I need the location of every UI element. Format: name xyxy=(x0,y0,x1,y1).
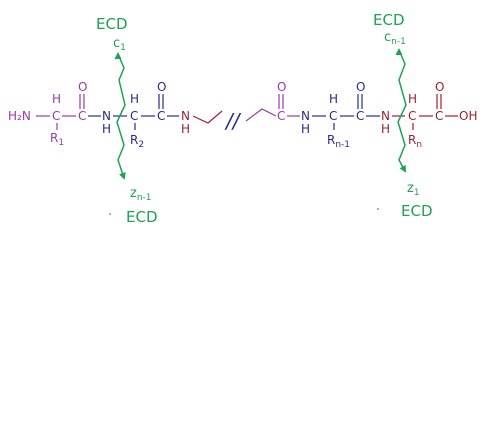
r2-subscript: 2 xyxy=(138,140,144,150)
z1-letter: z xyxy=(407,181,414,196)
residue-n-group: N H H C Rn O C OH xyxy=(381,80,477,150)
residue-2-group: N H H C R2 O C xyxy=(88,80,166,150)
amide-nitrogen-2: N xyxy=(102,109,111,123)
chain-line-left xyxy=(192,110,223,124)
r1-letter: R xyxy=(50,131,58,145)
z1-subscript: 1 xyxy=(414,188,420,198)
alpha-h-n1: H xyxy=(329,92,338,106)
chain-break-mark: // xyxy=(224,109,242,133)
chain-line-right xyxy=(245,108,277,122)
carbonyl-carbon-2: C xyxy=(157,109,165,123)
amide-h-2: H xyxy=(102,122,111,136)
amide-nitrogen-3: N xyxy=(181,109,190,123)
right-ecd-label-bottom: ECD xyxy=(401,202,433,220)
carbonyl-oxygen-n2: O xyxy=(277,80,286,94)
carbonyl-carbon-n2: C xyxy=(277,109,285,123)
alpha-carbon-n1: C xyxy=(329,109,337,123)
side-chain-r2: R2 xyxy=(130,133,144,150)
carbonyl-oxygen-1: O xyxy=(78,80,87,94)
alpha-h-n: H xyxy=(408,92,417,106)
carbonyl-carbon-1: C xyxy=(78,109,86,123)
rn-letter: R xyxy=(408,133,416,147)
left-ecd-cleavage: ECD c1 zn-1 ECD xyxy=(96,15,158,226)
c1-letter: c xyxy=(113,36,120,51)
carboxyl-oh: OH xyxy=(459,109,477,123)
left-ecd-label-bottom: ECD xyxy=(126,208,158,226)
rn1-subscript: n-1 xyxy=(335,140,350,150)
residue-n1-group: N H H C Rn-1 O C xyxy=(301,80,380,150)
cn1-letter: c xyxy=(384,30,391,45)
carbonyl-oxygen-n1: O xyxy=(356,80,365,94)
zn1-letter: z xyxy=(130,186,137,201)
fragment-cn1: cn-1 xyxy=(384,30,406,47)
rn-subscript: n xyxy=(416,140,422,150)
amide-h-3: H xyxy=(181,122,190,136)
amide-h-n1: H xyxy=(301,122,310,136)
fragment-zn1: zn-1 xyxy=(130,186,152,203)
right-cleavage-line xyxy=(397,49,407,173)
carbonyl-carbon-n1: C xyxy=(356,109,364,123)
left-ecd-label-top: ECD xyxy=(96,15,128,33)
cn1-subscript: n-1 xyxy=(391,37,406,47)
carbonyl-oxygen-2: O xyxy=(157,80,166,94)
carboxyl-carbon: C xyxy=(435,109,443,123)
right-ecd-cleavage: ECD cn-1 z1 ECD xyxy=(373,11,433,220)
left-cleavage-line xyxy=(116,53,126,180)
c1-subscript: 1 xyxy=(120,43,126,53)
residue-1-group: H₂N H C R1 O C xyxy=(8,80,87,148)
fragment-c1: c1 xyxy=(113,36,126,53)
carboxyl-oxygen: O xyxy=(435,80,444,94)
amide-nitrogen-n1: N xyxy=(301,109,310,123)
r1-subscript: 1 xyxy=(58,138,64,148)
amide-h-n: H xyxy=(381,122,390,136)
fragment-z1: z1 xyxy=(407,181,420,198)
alpha-h-2: H xyxy=(130,92,139,106)
right-ecd-label-top: ECD xyxy=(373,11,405,29)
chain-break-group: N H // xyxy=(167,108,277,136)
r2-letter: R xyxy=(130,133,138,147)
zn1-subscript: n-1 xyxy=(137,193,152,203)
n-terminal-h2n: H₂N xyxy=(8,109,31,123)
speck-dot-left xyxy=(109,213,111,215)
alpha-carbon-2: C xyxy=(130,109,138,123)
rn1-letter: R xyxy=(327,133,335,147)
speck-dot-right xyxy=(377,208,379,210)
side-chain-rn: Rn xyxy=(408,133,422,150)
alpha-carbon-1: C xyxy=(52,109,60,123)
side-chain-r1: R1 xyxy=(50,131,64,148)
side-chain-rn1: Rn-1 xyxy=(327,133,350,150)
alpha-carbon-n: C xyxy=(408,109,416,123)
alpha-h-1: H xyxy=(52,92,61,106)
residue-n2-group: O C xyxy=(277,80,300,123)
amide-nitrogen-n: N xyxy=(381,109,390,123)
